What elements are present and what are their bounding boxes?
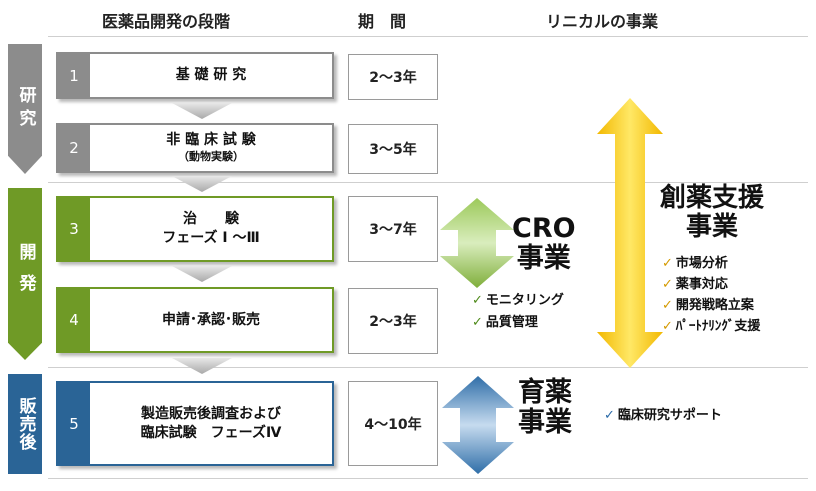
check-icon: ✓ bbox=[604, 408, 615, 423]
cro-title: CRO 事業 bbox=[512, 213, 576, 275]
check-icon: ✓ bbox=[662, 298, 673, 313]
check-icon: ✓ bbox=[662, 277, 673, 292]
stage-2-label: 非 臨 床 試 験 bbox=[166, 132, 256, 149]
drug-discovery-title-line2: 事業 bbox=[686, 212, 739, 243]
cro-item-quality: ✓品質管理 bbox=[472, 311, 538, 330]
drug-item-partnering-label: ﾊﾟｰﾄﾅﾘﾝｸﾞ支援 bbox=[675, 319, 761, 334]
drug-item-development-strategy-label: 開発戦略立案 bbox=[675, 298, 754, 313]
stage-2: 2 非 臨 床 試 験 （動物実験） bbox=[56, 123, 334, 173]
ikuyaku-title-line2: 事業 bbox=[518, 407, 572, 439]
band-development: 開発 bbox=[8, 188, 42, 360]
stage-4: 4 申請･承認･販売 bbox=[56, 287, 334, 353]
business-header: リニカルの事業 bbox=[546, 12, 659, 31]
band-development-label: 開発 bbox=[15, 243, 36, 305]
ikuyaku-item-clinical-research-label: 臨床研究サポート bbox=[617, 408, 722, 423]
period-header: 期 間 bbox=[358, 12, 407, 31]
drug-discovery-title: 創薬支援 事業 bbox=[660, 183, 765, 243]
bottom-divider bbox=[48, 478, 808, 479]
stage-1-number: 1 bbox=[58, 54, 90, 97]
band-research: 研究 bbox=[8, 44, 42, 174]
stage-3: 3 治 験 フェーズ Ⅰ ～Ⅲ bbox=[56, 196, 334, 262]
stage-1: 1 基 礎 研 究 bbox=[56, 52, 334, 99]
check-icon: ✓ bbox=[472, 315, 483, 330]
drug-discovery-title-line1: 創薬支援 bbox=[660, 183, 765, 213]
cro-title-line2: 事業 bbox=[516, 243, 571, 275]
header-divider bbox=[48, 36, 808, 37]
cro-item-monitoring: ✓モニタリング bbox=[472, 289, 564, 308]
drug-item-partnering: ✓ﾊﾟｰﾄﾅﾘﾝｸﾞ支援 bbox=[662, 315, 760, 334]
connector-arrow-3-4 bbox=[172, 266, 232, 282]
drug-item-market-analysis-label: 市場分析 bbox=[675, 256, 728, 271]
divider-development-postmarket bbox=[48, 367, 808, 368]
period-1: 2～3年 bbox=[348, 54, 438, 100]
cro-title-line1: CRO bbox=[512, 213, 576, 244]
ikuyaku-item-clinical-research: ✓臨床研究サポート bbox=[604, 404, 722, 423]
drug-item-market-analysis: ✓市場分析 bbox=[662, 252, 728, 271]
period-5: 4～10年 bbox=[348, 381, 438, 466]
stage-5-label: 製造販売後調査および bbox=[141, 405, 281, 422]
check-icon: ✓ bbox=[662, 319, 673, 334]
stage-3-label: 治 験 bbox=[183, 211, 239, 228]
check-icon: ✓ bbox=[662, 256, 673, 271]
period-2: 3～5年 bbox=[348, 124, 438, 174]
period-4: 2～3年 bbox=[348, 288, 438, 354]
drug-item-regulatory: ✓薬事対応 bbox=[662, 273, 728, 292]
stages-header: 医薬品開発の段階 bbox=[102, 12, 231, 31]
ikuyaku-title: 育薬 事業 bbox=[518, 377, 572, 439]
ikuyaku-title-line1: 育薬 bbox=[518, 377, 572, 408]
drug-item-development-strategy: ✓開発戦略立案 bbox=[662, 294, 754, 313]
stage-3-label-line2: フェーズ Ⅰ ～Ⅲ bbox=[162, 230, 260, 246]
stage-2-number: 2 bbox=[58, 125, 90, 171]
stage-5-number: 5 bbox=[58, 383, 90, 464]
stage-4-number: 4 bbox=[58, 289, 90, 351]
divider-research-development bbox=[48, 182, 808, 183]
period-3: 3～7年 bbox=[348, 196, 438, 262]
stage-2-sublabel: （動物実験） bbox=[178, 150, 244, 164]
connector-arrow-4-5 bbox=[172, 358, 232, 374]
connector-arrow-1-2 bbox=[172, 103, 232, 119]
stage-5: 5 製造販売後調査および 臨床試験 フェーズⅣ bbox=[56, 381, 334, 466]
drug-item-regulatory-label: 薬事対応 bbox=[675, 277, 728, 292]
cro-item-quality-label: 品質管理 bbox=[485, 315, 538, 330]
ikuyaku-double-arrow bbox=[442, 376, 514, 474]
cro-double-arrow bbox=[440, 198, 514, 288]
stage-4-label: 申請･承認･販売 bbox=[162, 311, 260, 328]
band-research-label: 研究 bbox=[15, 86, 36, 132]
connector-arrow-2-3 bbox=[172, 176, 232, 192]
cro-item-monitoring-label: モニタリング bbox=[485, 293, 564, 308]
band-postmarket-label: 販売後 bbox=[15, 397, 36, 451]
check-icon: ✓ bbox=[472, 293, 483, 308]
stage-5-label-line2: 臨床試験 フェーズⅣ bbox=[140, 424, 282, 441]
stage-1-label: 基 礎 研 究 bbox=[175, 67, 247, 84]
band-postmarket: 販売後 bbox=[8, 374, 42, 474]
stage-3-number: 3 bbox=[58, 198, 90, 260]
drug-discovery-double-arrow bbox=[597, 98, 663, 368]
